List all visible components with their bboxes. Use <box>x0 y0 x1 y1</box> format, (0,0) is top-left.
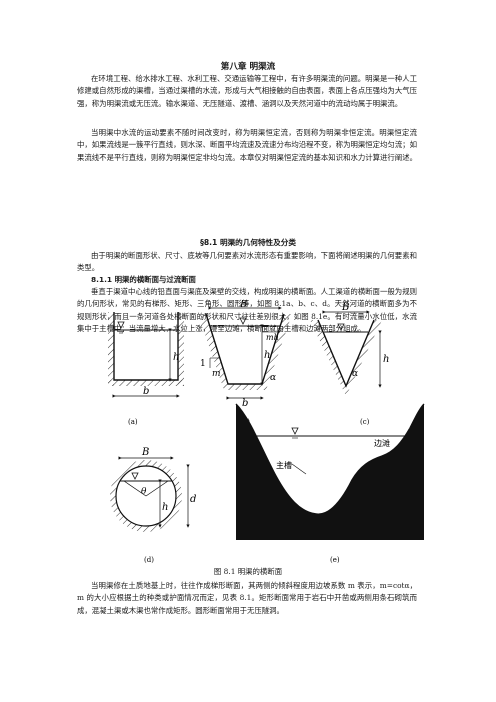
caption-d: (d) <box>144 556 154 564</box>
figure-caption: 图 8.1 明渠的横断面 <box>213 567 283 576</box>
subsection-title: 8.1.1 明渠的横断面与过流断面 <box>91 275 196 284</box>
label-main-channel: 主槽 <box>276 460 292 470</box>
caption-c: (c) <box>360 418 370 426</box>
label-one: 1 <box>200 359 206 369</box>
chapter-title: 第八章 明渠流 <box>220 62 276 72</box>
subsection-paragraph: 垂直于渠道中心线的铅直面与渠底及渠壁的交线，构成明渠的横断面。人工渠道的横断面一… <box>77 287 417 333</box>
label-h-c: h <box>383 354 389 365</box>
label-B-d: B <box>141 447 149 458</box>
label-B-c: B <box>341 302 349 313</box>
intro-paragraph-2: 当明渠中水流的运动要素不随时间改变时，称为明渠恒定流，否则称为明渠非恒定流。明渠… <box>77 128 417 162</box>
section-intro: 由于明渠的断面形状、尺寸、底坡等几何要素对水流形态有重要影响，下面将阐述明渠的几… <box>77 251 417 273</box>
trapezoidal-section-diagram: B h mh 1 m α b <box>198 300 292 409</box>
label-b-a: b <box>143 386 149 397</box>
label-h-b: h <box>264 350 270 361</box>
triangular-section-diagram: B h α <box>310 302 389 396</box>
label-h-a: h <box>173 352 179 363</box>
section-title: §8.1 明渠的几何特性及分类 <box>200 238 296 247</box>
intro-paragraph-1: 在环境工程、给水排水工程、水利工程、交通运输等工程中，有许多明渠流的问题。明渠是… <box>77 74 417 108</box>
label-alpha-c: α <box>352 369 358 379</box>
closing-paragraph: 当明渠修在土质地基上时，往往作成梯形断面，其两侧的倾斜程度用边坡系数 m 表示，… <box>77 581 417 615</box>
label-alpha-b: α <box>270 373 276 383</box>
label-h-d: h <box>162 502 168 513</box>
caption-a: (a) <box>128 418 138 426</box>
label-theta: θ <box>141 487 147 497</box>
label-mh: mh <box>266 333 279 342</box>
label-d: d <box>190 494 196 505</box>
caption-e: (e) <box>330 556 340 564</box>
label-b-b: b <box>242 398 248 409</box>
label-bank: 边滩 <box>374 438 390 448</box>
figure-8-1: h b B h mh 1 m α b <box>108 300 425 564</box>
rectangular-section-diagram: h b <box>108 312 184 398</box>
natural-river-section-diagram: 边滩 主槽 <box>235 403 425 540</box>
circular-section-diagram: B θ h d <box>110 447 196 532</box>
label-m: m <box>212 369 221 379</box>
label-B-b: B <box>239 300 247 310</box>
